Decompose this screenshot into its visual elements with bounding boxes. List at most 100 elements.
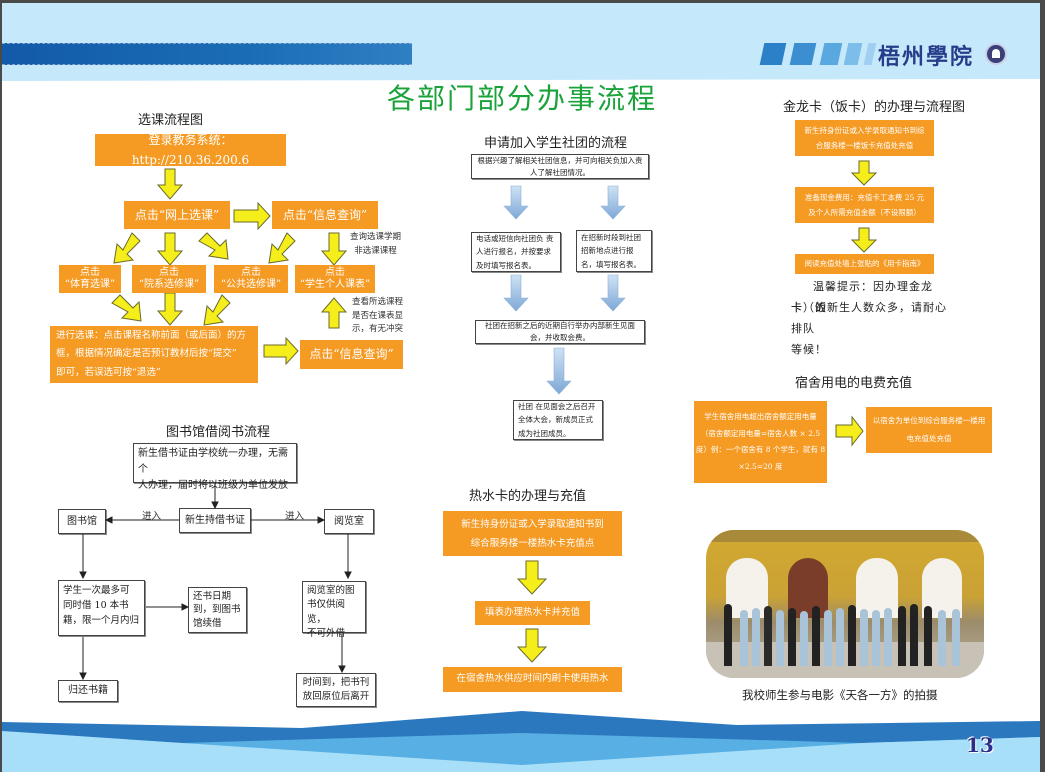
option-label: 点击 bbox=[80, 267, 100, 278]
do-select-line: 框，根据情况确定是否预订教材后按“提交” bbox=[56, 348, 237, 360]
info-query-box: 点击“信息查询” bbox=[272, 201, 378, 229]
arrow-down-icon bbox=[516, 560, 548, 595]
arrow-head-icon bbox=[344, 571, 352, 580]
reading-room-box: 阅览室 bbox=[324, 509, 374, 534]
electricity-line: 度）例：一个宿舍有 8 个学生，就有 8 bbox=[695, 445, 826, 454]
page-title: 各部门部分办事流程 bbox=[387, 82, 658, 115]
option-label: “学生个人课表” bbox=[299, 279, 371, 290]
course-selection-title: 选课流程图 bbox=[138, 113, 204, 128]
tip-line: 等候！ bbox=[791, 342, 827, 356]
arrow-down-left-icon bbox=[268, 232, 296, 264]
meal-card-step1-line: 新生持身份证或入学录取通知书到综 bbox=[804, 126, 925, 135]
meal-card-step1-box: 新生持身份证或入学录取通知书到综 合服务楼一楼饭卡充值处充值 bbox=[795, 120, 934, 156]
arrow-right-icon bbox=[233, 201, 271, 231]
reading-rule-line: 阅览室的图 bbox=[307, 585, 355, 596]
meal-card-step1-line: 合服务楼一楼饭卡充值处充值 bbox=[815, 141, 914, 150]
arrow-head-icon bbox=[79, 571, 87, 580]
query-note: 查询选课学期 非选课课程 bbox=[350, 231, 401, 258]
electricity-line: 电充值处充值 bbox=[906, 434, 952, 443]
login-box: 登录教务系统：http://210.36.200.6 bbox=[95, 133, 286, 167]
borrow-rule-line: 籍，限一个月内归 bbox=[63, 615, 140, 627]
meal-card-step2-line: 准备现金费用：充值卡工本费 25 元 bbox=[804, 193, 925, 202]
meal-card-tip-cont: 卡）的新生人数众多，请耐心排队 等候！ bbox=[791, 298, 951, 361]
renew-line: 到，到图书 bbox=[193, 604, 241, 616]
leave-line: 放回原位后离开 bbox=[302, 691, 370, 702]
reading-rule-line: 书仅供阅览， bbox=[307, 599, 346, 625]
enter-left-label: 进入 bbox=[142, 511, 162, 522]
arrow-head-icon bbox=[211, 501, 219, 510]
electricity-line: （宿舍额定用电量=宿舍人数 × 2.5 bbox=[700, 428, 821, 438]
arrow-down-icon bbox=[516, 628, 548, 663]
brochure-page: 梧州學院 各部门部分办事流程 选课流程图 登录教务系统：http://210.3… bbox=[2, 3, 1040, 772]
arrow-down-icon bbox=[546, 347, 572, 395]
query-note-line: 查询选课学期 bbox=[350, 232, 402, 242]
do-select-line: 进行选课：点击课程名称前面（或后面）的方 bbox=[56, 330, 247, 342]
hot-water-step1-box: 新生持身份证或入学录取通知书到 综合服务楼一楼热水卡充值点 bbox=[443, 511, 622, 556]
electricity-line: 学生宿舍用电超出宿舍额定用电量 bbox=[704, 412, 817, 421]
footer-waves bbox=[2, 711, 1040, 772]
photo-caption: 我校师生参与电影《天各一方》的拍摄 bbox=[742, 688, 938, 702]
tip-line: 温馨提示：因办理金龙卡（饭 bbox=[791, 280, 933, 314]
option-label: “体育选课” bbox=[64, 279, 116, 290]
electricity-right-box: 以宿舍为单位到综合服务楼一楼用 电充值处充值 bbox=[866, 407, 992, 453]
tip-line: 卡）的新生人数众多，请耐心排队 bbox=[791, 301, 947, 335]
option-dept-box: 点击 “院系选修课” bbox=[132, 265, 206, 293]
arrow-head-icon bbox=[317, 516, 326, 524]
meal-card-step3-box: 阅读充值处墙上张贴的《用卡指南》 bbox=[795, 254, 934, 274]
hot-water-step1-line: 综合服务楼一楼热水卡充值点 bbox=[470, 537, 595, 549]
check-note-line: 示，有无冲突 bbox=[352, 324, 404, 335]
borrow-rule-line: 同时借 10 本书 bbox=[63, 600, 129, 612]
enter-right-label: 进入 bbox=[285, 511, 305, 522]
option-label: 点击 bbox=[159, 267, 179, 278]
electricity-arrow bbox=[835, 415, 864, 447]
hot-water-step2-box: 填表办理热水卡并充值 bbox=[475, 601, 590, 625]
library-title: 图书馆借阅书流程 bbox=[166, 425, 271, 440]
film-shoot-photo bbox=[706, 530, 984, 678]
club-step1-box: 根据兴趣了解相关社团信息，并可向相关负加入责人了解社团情况。 bbox=[471, 154, 649, 179]
renew-line: 还书日期 bbox=[193, 591, 232, 602]
option-label: 点击 bbox=[325, 267, 345, 278]
check-note: 查看所选课程 是否在课表显 示，有无冲突 bbox=[352, 296, 403, 337]
arrow-head-icon bbox=[181, 603, 190, 611]
arrow-down-icon bbox=[600, 274, 626, 312]
meal-card-title: 金龙卡（饭卡）的办理与流程图 bbox=[783, 100, 966, 115]
header-slant bbox=[2, 79, 1040, 91]
arrow-down-icon bbox=[600, 185, 626, 220]
meal-card-step2-box: 准备现金费用：充值卡工本费 25 元 及个人所需充值金额（不设限额） bbox=[795, 187, 934, 223]
renew-line: 馆续借 bbox=[193, 617, 222, 629]
option-label: 点击 bbox=[241, 267, 261, 278]
library-box: 图书馆 bbox=[58, 509, 106, 534]
course-arrows bbox=[111, 168, 348, 366]
arrow-down-icon bbox=[156, 168, 184, 200]
page-number: 13 bbox=[966, 733, 994, 757]
info-query-box-2: 点击“信息查询” bbox=[300, 340, 403, 369]
online-select-box: 点击“网上选课” bbox=[124, 201, 230, 229]
option-label: “公共选修课” bbox=[220, 279, 282, 290]
school-brand: 梧州學院 bbox=[878, 44, 975, 70]
meal-card-arrows bbox=[850, 160, 878, 253]
arrow-head-icon bbox=[79, 672, 87, 681]
club-title: 申请加入学生社团的流程 bbox=[484, 136, 628, 151]
hot-water-step3-box: 在宿舍热水供应时间内刷卡使用热水 bbox=[443, 667, 622, 692]
option-public-box: 点击 “公共选修课” bbox=[214, 265, 288, 293]
arrow-down-left-icon bbox=[113, 232, 141, 264]
check-note-line: 是否在课表显 bbox=[352, 310, 404, 321]
club-arrows bbox=[503, 185, 626, 395]
library-note-line: 新生借书证由学校统一办理，无需个 bbox=[138, 448, 288, 475]
electricity-left-box: 学生宿舍用电超出宿舍额定用电量 （宿舍额定用电量=宿舍人数 × 2.5 度）例：… bbox=[694, 401, 827, 483]
arrow-up-icon bbox=[320, 297, 348, 329]
arrow-down-icon bbox=[156, 232, 184, 266]
library-note-line: 人办理，届时将以班级为单位发放 bbox=[138, 480, 288, 491]
arrow-down-right-icon bbox=[198, 232, 229, 260]
borrow-rule-line: 学生一次最多可 bbox=[63, 585, 130, 596]
university-emblem-icon bbox=[985, 43, 1007, 65]
arrow-down-right-icon bbox=[111, 294, 142, 322]
arrow-right-icon bbox=[835, 415, 864, 447]
library-connectors bbox=[79, 483, 352, 681]
option-label: “院系选修课” bbox=[138, 279, 200, 290]
electricity-line: ×2.5=20 度 bbox=[738, 461, 783, 471]
arrow-down-icon bbox=[156, 292, 184, 326]
check-note-line: 查看所选课程 bbox=[352, 297, 404, 307]
library-card-box: 新生持借书证 bbox=[179, 508, 251, 533]
arrow-down-icon bbox=[503, 185, 529, 220]
